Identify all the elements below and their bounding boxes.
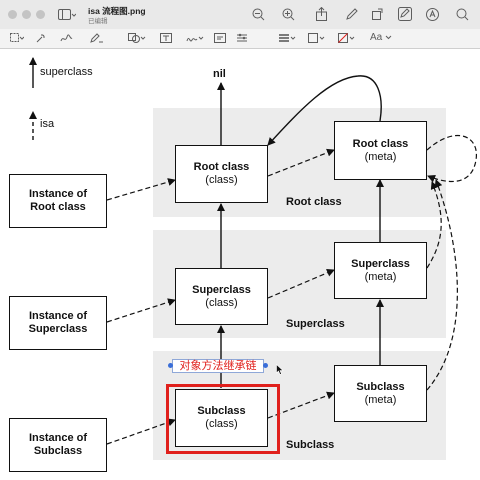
sketch-icon[interactable] — [60, 33, 74, 43]
instance-root-box: Instance of Root class — [9, 174, 107, 228]
share-icon[interactable] — [316, 7, 327, 21]
root-meta-kind: (meta) — [364, 150, 397, 163]
subclass-class-title: Subclass — [197, 405, 246, 417]
line-style-icon[interactable] — [278, 33, 296, 43]
text-annotation[interactable]: 对象方法继承链 — [172, 359, 264, 373]
subclass-class-kind: (class) — [205, 418, 238, 430]
rect-select-icon[interactable] — [10, 33, 24, 43]
annotation-resize-handle-right[interactable] — [263, 363, 268, 368]
window-subtitle: 已编辑 — [88, 18, 108, 25]
superclass-meta-kind: (meta) — [364, 270, 397, 283]
subclass-meta-kind: (meta) — [364, 393, 397, 406]
mouse-cursor-icon — [276, 362, 284, 380]
shapes-icon[interactable] — [128, 33, 146, 43]
zoom-window-button[interactable] — [36, 10, 45, 19]
magic-select-icon[interactable] — [36, 33, 46, 43]
text-style-button[interactable]: Aa — [370, 32, 392, 44]
draw-icon[interactable] — [90, 33, 104, 43]
superclass-class-title: Superclass — [192, 283, 251, 296]
root-meta-box: Root class (meta) — [334, 121, 427, 180]
subclass-row-label: Subclass — [286, 439, 335, 451]
markup-toolbar-icon[interactable] — [426, 8, 439, 21]
superclass-row-label: Superclass — [286, 318, 345, 330]
instance-subclass-box: Instance of Subclass — [9, 418, 107, 472]
root-class-title: Root class — [193, 161, 250, 173]
subclass-meta-title: Subclass — [356, 380, 405, 393]
subclass-meta-box: Subclass (meta) — [334, 365, 427, 422]
root-meta-title: Root class — [352, 137, 409, 150]
markup-toolbar: Aa — [0, 29, 480, 49]
zoom-in-icon[interactable] — [282, 8, 295, 21]
search-icon[interactable] — [456, 8, 469, 21]
note-icon[interactable] — [214, 33, 226, 43]
rotate-icon[interactable] — [372, 8, 384, 20]
window-title: isa 流程图.png — [88, 6, 146, 16]
sidebar-icon[interactable] — [58, 9, 76, 21]
zoom-out-icon[interactable] — [252, 8, 265, 21]
root-row-label: Root class — [286, 196, 342, 208]
instance-root-label: Instance of Root class — [28, 188, 88, 213]
legend-isa-label: isa — [40, 118, 55, 130]
sign-icon[interactable] — [186, 33, 204, 43]
markup-icon[interactable] — [398, 7, 412, 21]
text-icon[interactable] — [160, 33, 172, 43]
border-color-icon[interactable] — [308, 33, 326, 43]
root-class-box: Root class (class) — [175, 145, 268, 203]
superclass-class-kind: (class) — [205, 296, 238, 309]
fill-color-icon[interactable] — [338, 33, 356, 43]
text-style-label: Aa — [370, 32, 383, 43]
root-class-kind: (class) — [205, 174, 238, 186]
instance-superclass-box: Instance of Superclass — [9, 296, 107, 350]
legend-superclass-label: superclass — [40, 66, 93, 78]
superclass-meta-box: Superclass (meta) — [334, 242, 427, 299]
adjust-color-icon[interactable] — [236, 33, 248, 43]
nil-label: nil — [213, 68, 226, 80]
subclass-class-box: Subclass (class) — [175, 389, 268, 447]
superclass-meta-title: Superclass — [351, 257, 410, 270]
instance-superclass-label: Instance of Superclass — [28, 310, 88, 335]
pencil-icon[interactable] — [346, 8, 358, 20]
minimize-window-button[interactable] — [22, 10, 31, 19]
instance-subclass-label: Instance of Subclass — [28, 432, 88, 457]
highlight-rectangle-annotation[interactable] — [166, 384, 280, 454]
superclass-class-box: Superclass (class) — [175, 268, 268, 325]
close-window-button[interactable] — [8, 10, 17, 19]
annotation-resize-handle-left[interactable] — [168, 363, 173, 368]
title-bar: isa 流程图.png 已编辑 — [0, 0, 480, 29]
